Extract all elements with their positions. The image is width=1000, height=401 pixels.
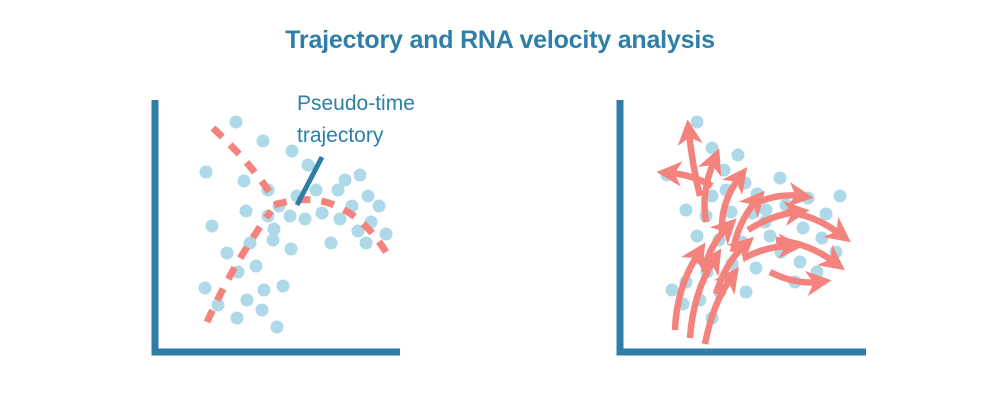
cell-dot bbox=[229, 115, 243, 129]
cell-dot bbox=[738, 176, 752, 190]
cell-dot bbox=[773, 171, 787, 185]
cell-dot bbox=[324, 236, 338, 250]
cell-dot bbox=[257, 283, 271, 297]
pseudotime-annotation-line2: trajectory bbox=[297, 124, 384, 147]
left-panel-axes bbox=[151, 100, 400, 356]
cell-dot bbox=[283, 209, 297, 223]
pseudotime-trajectory-panel: Pseudo-time trajectory bbox=[151, 92, 415, 356]
cell-dot bbox=[819, 207, 833, 221]
velocity-arrow-up-bottom-2 bbox=[686, 248, 722, 339]
cell-dot bbox=[353, 168, 367, 182]
cell-dot bbox=[266, 233, 280, 247]
velocity-arrow-up-bottom-1 bbox=[671, 242, 706, 331]
cell-dot bbox=[690, 115, 704, 129]
cell-dot bbox=[815, 231, 829, 245]
cell-dot bbox=[665, 283, 679, 297]
velocity-arrow-right-upper bbox=[750, 181, 814, 208]
cell-dot bbox=[230, 311, 244, 325]
velocity-arrow-left bbox=[656, 161, 714, 189]
cell-dot bbox=[679, 203, 693, 217]
pseudotime-annotation-line1: Pseudo-time bbox=[297, 92, 415, 115]
cell-dot bbox=[351, 224, 365, 238]
cell-dot bbox=[284, 242, 298, 256]
cell-dot bbox=[237, 174, 251, 188]
cell-dot bbox=[205, 219, 219, 233]
figure-title: Trajectory and RNA velocity analysis bbox=[285, 26, 715, 54]
cell-dot bbox=[270, 320, 284, 334]
velocity-arrow-right-far-3 bbox=[768, 269, 832, 297]
right-panel-axes bbox=[616, 100, 866, 356]
rna-velocity-arrows bbox=[656, 119, 851, 345]
velocity-arrow-right-far-1 bbox=[785, 208, 851, 243]
cell-dot bbox=[759, 203, 773, 217]
cell-dot bbox=[705, 189, 719, 203]
upper-left-branch bbox=[210, 125, 275, 198]
cell-dot bbox=[249, 259, 263, 273]
velocity-arrow-right-low bbox=[742, 233, 804, 261]
cell-dot bbox=[793, 255, 807, 269]
velocity-arrow-up-bottom-3 bbox=[701, 266, 739, 345]
cell-dot bbox=[372, 199, 386, 213]
cell-dot bbox=[739, 285, 753, 299]
cell-dot bbox=[315, 206, 329, 220]
cell-dot bbox=[731, 148, 745, 162]
cell-dot bbox=[220, 246, 234, 260]
cell-dot bbox=[255, 303, 269, 317]
cell-dot bbox=[298, 212, 312, 226]
cell-dot bbox=[301, 158, 315, 172]
cell-dot bbox=[749, 261, 763, 275]
cell-dot bbox=[267, 222, 281, 236]
cell-dot bbox=[256, 134, 270, 148]
cell-dot bbox=[285, 144, 299, 158]
cell-dot bbox=[379, 227, 393, 241]
annotation-leader-line bbox=[294, 155, 325, 207]
pseudotime-trajectory-curve bbox=[203, 125, 389, 324]
cell-dot bbox=[763, 229, 777, 243]
cell-dot bbox=[331, 183, 345, 197]
cell-dot bbox=[211, 298, 225, 312]
cell-dot bbox=[717, 163, 731, 177]
cell-dot bbox=[724, 205, 738, 219]
cell-dot bbox=[833, 189, 847, 203]
cell-dot bbox=[796, 221, 810, 235]
annotation-leader-line bbox=[294, 155, 325, 207]
cell-dot bbox=[239, 204, 253, 218]
cell-dot bbox=[801, 191, 815, 205]
cell-dot bbox=[276, 279, 290, 293]
velocity-arrow-up-left-2 bbox=[697, 148, 722, 223]
cell-dot bbox=[240, 293, 254, 307]
velocity-arrow-right-far-2 bbox=[775, 236, 845, 271]
cell-dot bbox=[705, 141, 719, 155]
cell-dot bbox=[359, 236, 373, 250]
cell-dot bbox=[198, 281, 212, 295]
cell-dot bbox=[338, 173, 352, 187]
cell-dot bbox=[333, 212, 347, 226]
cell-dot bbox=[361, 189, 375, 203]
cell-dot bbox=[199, 165, 213, 179]
cell-dot bbox=[243, 236, 257, 250]
rna-velocity-panel bbox=[500, 0, 1000, 401]
left-panel-cell-scatter bbox=[198, 115, 393, 334]
cell-dot bbox=[309, 183, 323, 197]
cell-dot bbox=[690, 229, 704, 243]
cell-dot bbox=[810, 265, 824, 279]
velocity-arrow-up-left-long bbox=[677, 119, 704, 197]
